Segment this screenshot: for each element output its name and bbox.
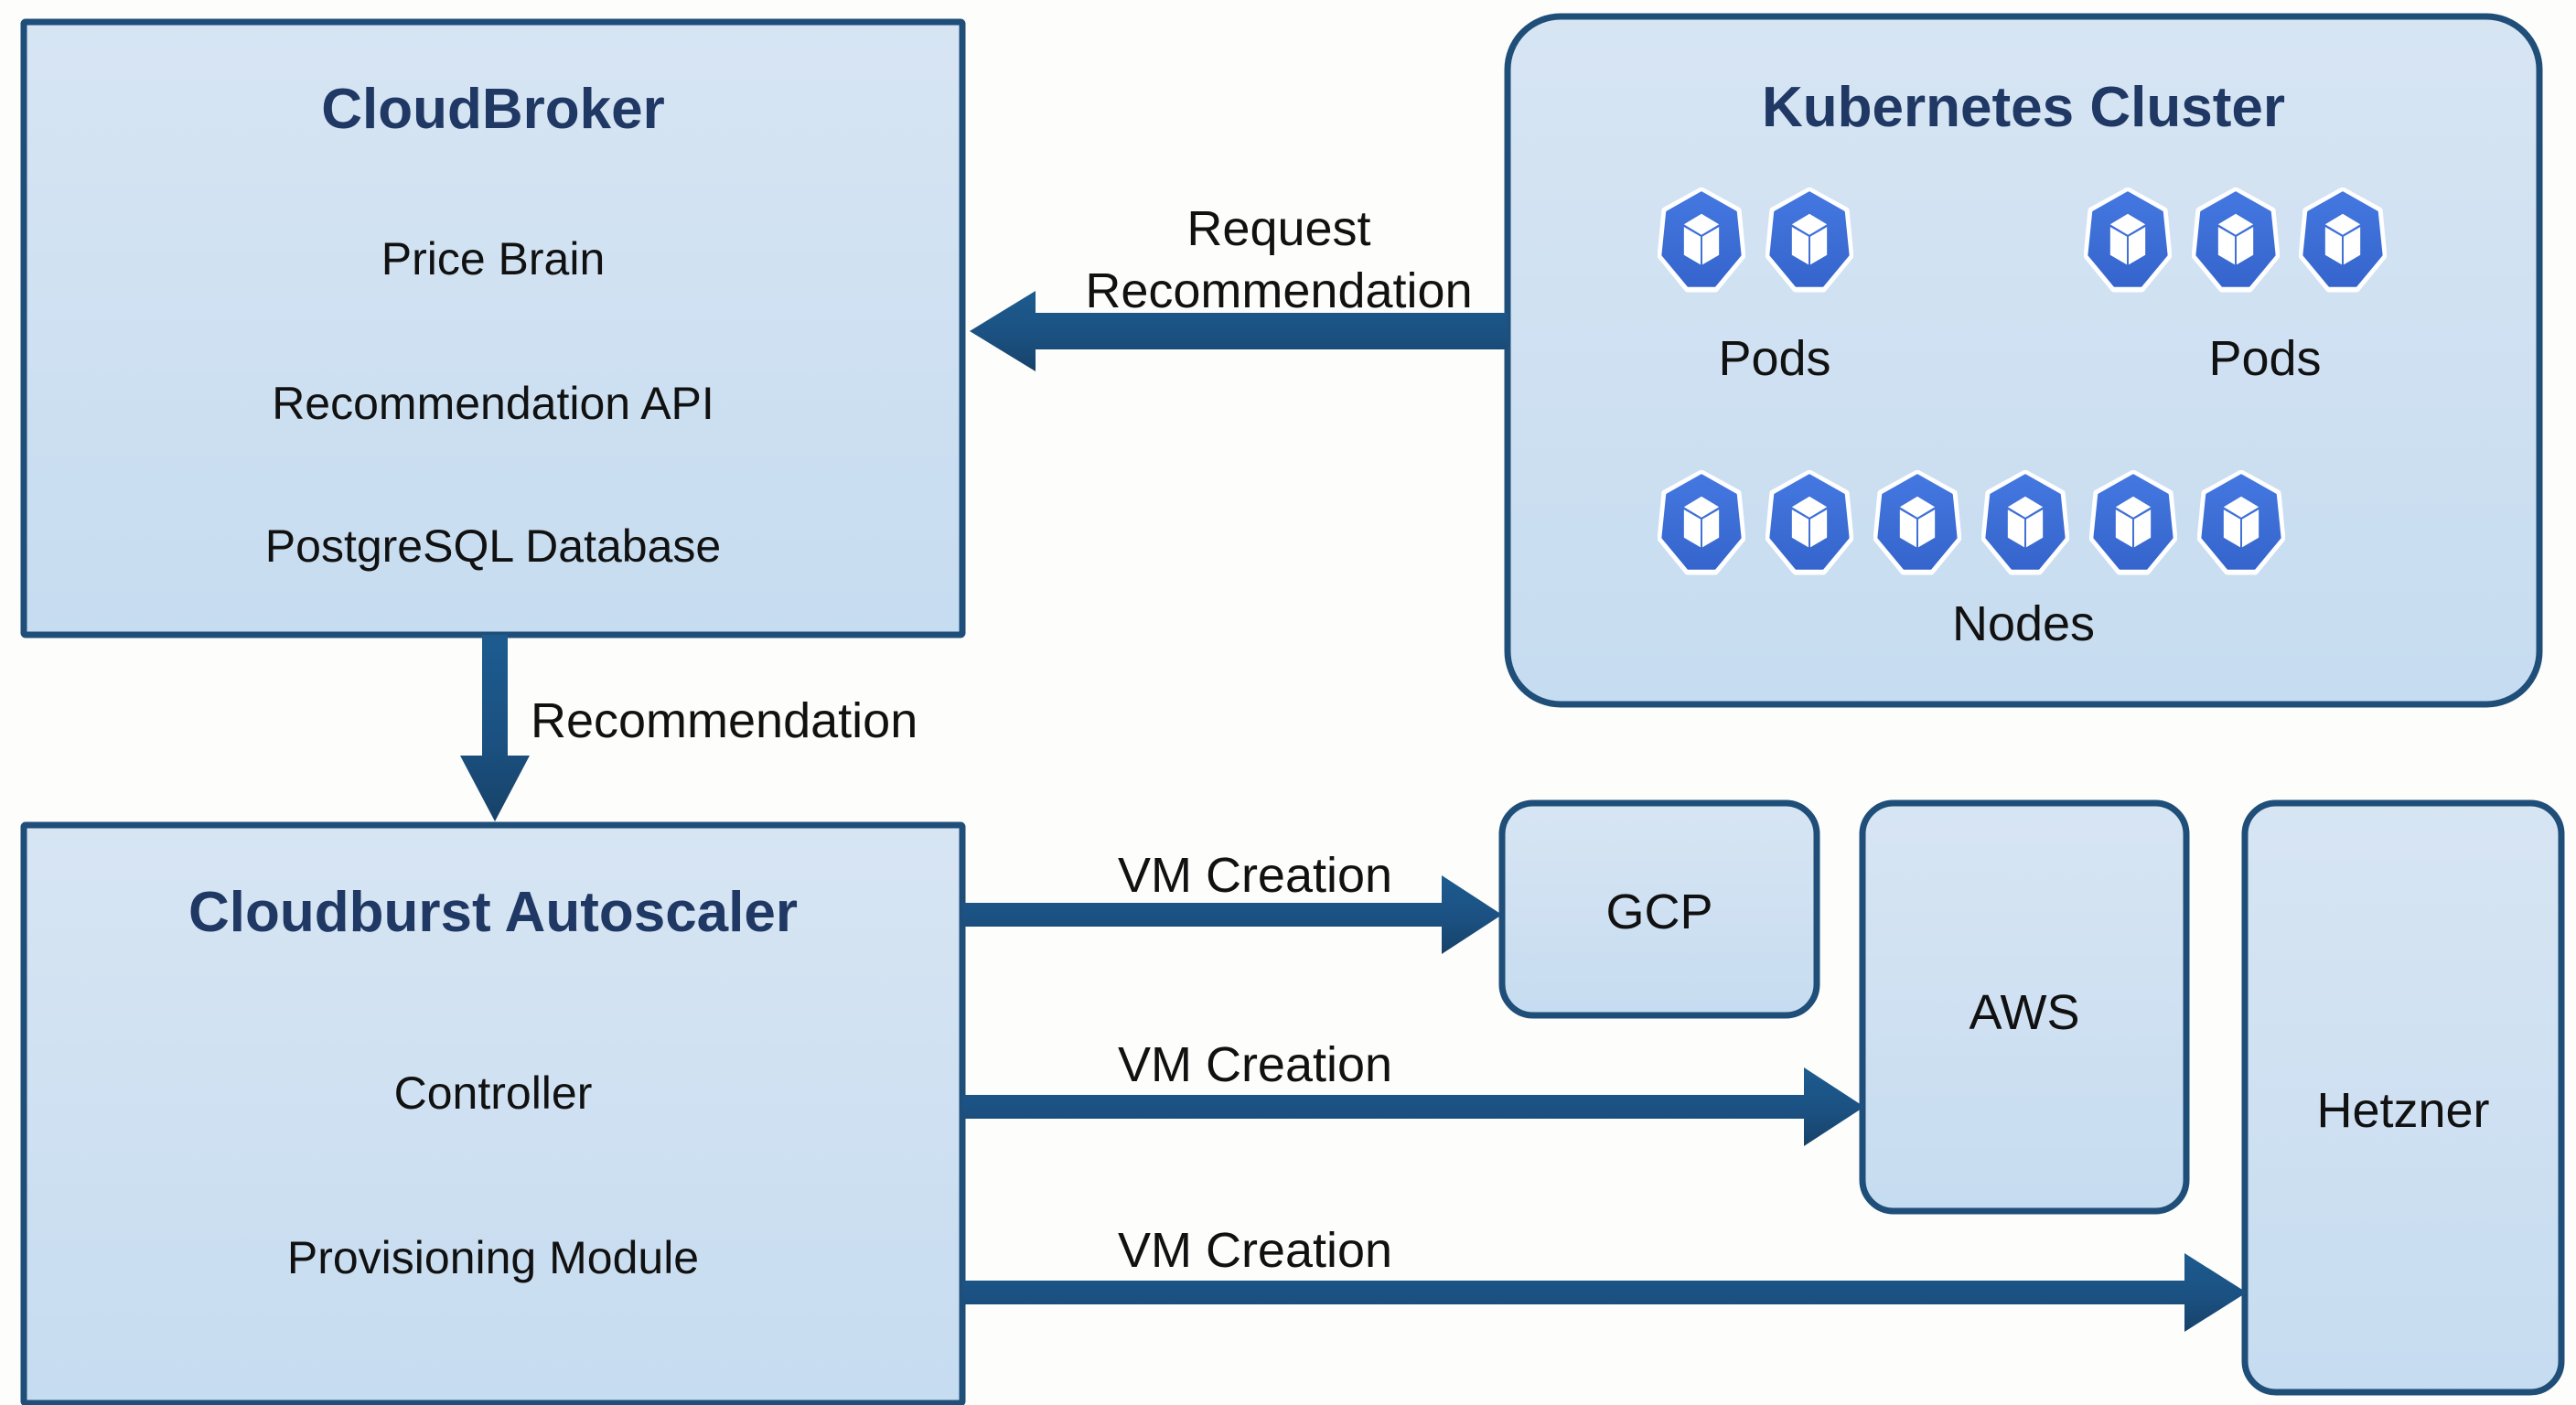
kubernetes-node-icon <box>1660 473 1743 572</box>
kubernetes-pod-icon <box>2302 190 2384 289</box>
recommendation-arrow <box>460 635 530 821</box>
cloudburst-item-provisioning-module: Provisioning Module <box>287 1232 699 1283</box>
node-provider-aws[interactable]: AWS <box>1859 799 2190 1215</box>
vm-creation-gcp-arrow <box>962 875 1502 954</box>
gcp-box[interactable] <box>1498 799 1820 1019</box>
cloudbroker-item-price-brain: Price Brain <box>381 233 606 284</box>
cloudbroker-item-recommendation-api: Recommendation API <box>272 378 714 429</box>
cloudbroker-item-postgresql-database: PostgreSQL Database <box>265 520 721 572</box>
edge-request-recommendation: Request Recommendation <box>970 201 1508 371</box>
edge-vm-creation-gcp: VM Creation <box>962 848 1502 954</box>
node-provider-gcp[interactable]: GCP <box>1498 799 1820 1019</box>
vm-creation-aws-label: VM Creation <box>1118 1037 1392 1092</box>
aws-box[interactable] <box>1859 799 2190 1215</box>
nodes-group: Nodes <box>1660 473 2282 651</box>
kubernetes-node-icon <box>2200 473 2282 572</box>
kubernetes-node-icon <box>1768 473 1851 572</box>
kubernetes-cluster-title: Kubernetes Cluster <box>1762 76 2285 139</box>
node-cloudburst-autoscaler[interactable]: Cloudburst Autoscaler Controller Provisi… <box>20 821 966 1405</box>
kubernetes-node-icon <box>1876 473 1959 572</box>
request-recommendation-label-line2: Recommendation <box>1085 263 1472 318</box>
nodes-group-label: Nodes <box>1952 596 2095 651</box>
hetzner-box[interactable] <box>2241 799 2565 1396</box>
pods-group-1-label: Pods <box>1718 331 1830 386</box>
pods-group-1: Pods <box>1660 190 1851 386</box>
vm-creation-hetzner-arrow <box>962 1253 2247 1332</box>
kubernetes-pod-icon <box>1660 190 1743 289</box>
vm-creation-aws-arrow <box>962 1067 1864 1146</box>
pods-group-2: Pods <box>2087 190 2384 386</box>
kubernetes-pod-icon <box>2087 190 2169 289</box>
cloudburst-item-controller: Controller <box>394 1067 593 1119</box>
request-recommendation-arrow <box>970 291 1508 371</box>
cloudburst-autoscaler-title: Cloudburst Autoscaler <box>188 881 798 944</box>
hetzner-label: Hetzner <box>2316 1083 2489 1138</box>
kubernetes-pod-icon <box>2195 190 2277 289</box>
node-provider-hetzner[interactable]: Hetzner <box>2241 799 2565 1396</box>
recommendation-label: Recommendation <box>531 693 918 748</box>
kubernetes-pod-icon <box>1768 190 1851 289</box>
kubernetes-node-icon <box>2092 473 2174 572</box>
pods-group-2-label: Pods <box>2208 331 2321 386</box>
edge-vm-creation-hetzner: VM Creation <box>962 1223 2247 1332</box>
gcp-label: GCP <box>1605 885 1712 939</box>
node-kubernetes-cluster[interactable]: Kubernetes Cluster Pods Pods <box>1504 13 2543 708</box>
kubernetes-node-icon <box>1984 473 2066 572</box>
edge-vm-creation-aws: VM Creation <box>962 1037 1864 1146</box>
edge-recommendation: Recommendation <box>460 635 918 821</box>
cloudbroker-title: CloudBroker <box>321 78 664 141</box>
request-recommendation-label-line1: Request <box>1186 201 1370 256</box>
vm-creation-gcp-label: VM Creation <box>1118 848 1392 903</box>
vm-creation-hetzner-label: VM Creation <box>1118 1223 1392 1278</box>
node-cloudbroker[interactable]: CloudBroker Price Brain Recommendation A… <box>20 18 966 638</box>
aws-label: AWS <box>1970 985 2080 1040</box>
